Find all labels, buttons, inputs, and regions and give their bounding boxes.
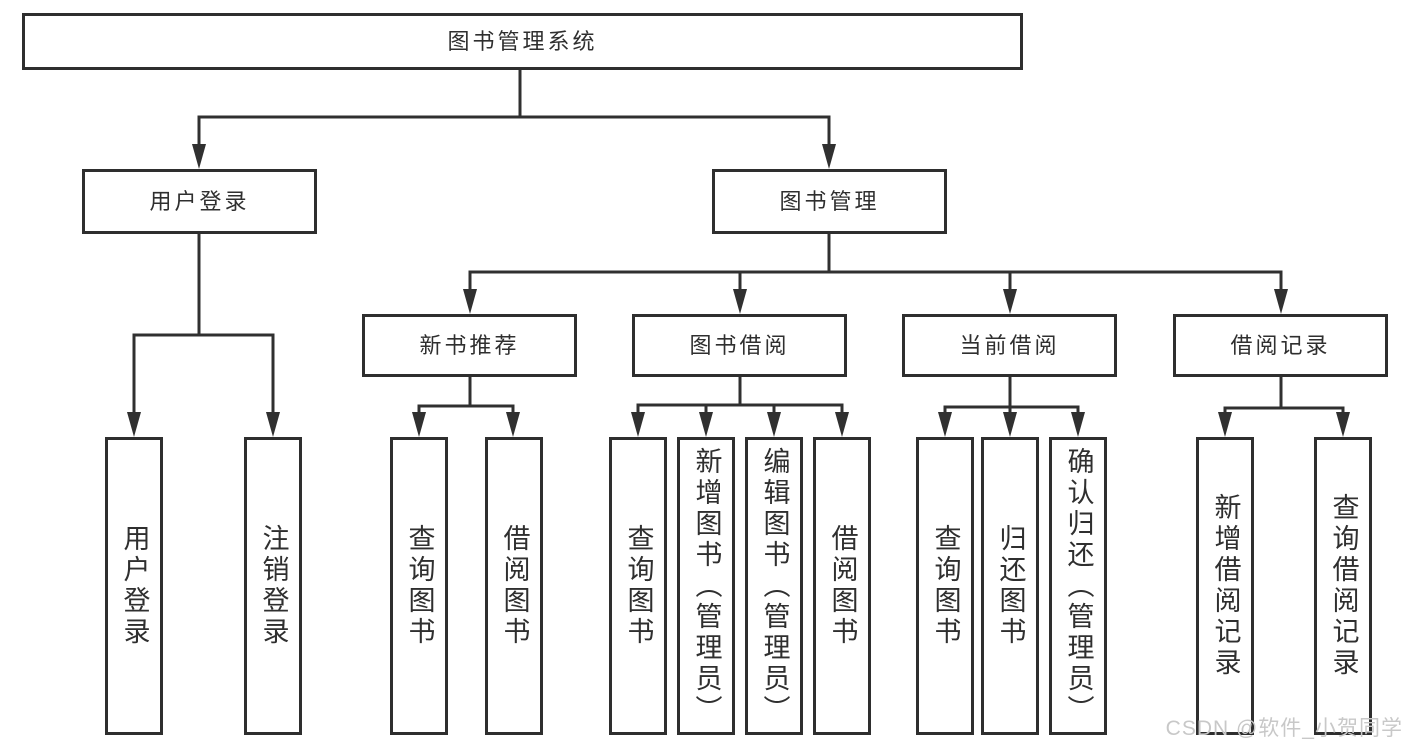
leaf-current-confirm-return-admin: 确认归还（管理员）: [1049, 437, 1107, 735]
node-library-system-root: 图书管理系统: [22, 13, 1023, 70]
edge-root-to-level2: [192, 67, 836, 169]
leaf-label: 查询图书: [623, 524, 654, 648]
edge-bookborrow-to-leaves: [631, 375, 849, 437]
leaf-bookborrow-add-books-admin: 新增图书（管理员）: [677, 437, 735, 735]
edge-mgmt-to-level3: [463, 232, 1288, 314]
node-book-borrow-group: 图书借阅: [632, 314, 847, 377]
node-label: 图书管理系统: [447, 28, 598, 54]
node-new-book-recommend-group: 新书推荐: [362, 314, 577, 377]
leaf-label: 确认归还（管理员）: [1063, 446, 1094, 726]
node-user-login-group: 用户登录: [82, 169, 317, 234]
edge-current-to-leaves: [938, 375, 1085, 437]
node-label: 借阅记录: [1230, 332, 1331, 358]
node-borrow-records-group: 借阅记录: [1173, 314, 1388, 377]
leaf-label: 注销登录: [258, 524, 289, 648]
leaf-records-query-borrow-record: 查询借阅记录: [1314, 437, 1372, 735]
node-label: 图书借阅: [689, 332, 790, 358]
edge-records-to-leaves: [1218, 375, 1350, 437]
leaf-bookborrow-edit-books-admin: 编辑图书（管理员）: [745, 437, 803, 735]
leaf-label: 查询图书: [404, 524, 435, 648]
node-label: 当前借阅: [959, 332, 1060, 358]
leaf-label: 借阅图书: [499, 524, 530, 648]
leaf-newbook-borrow-books: 借阅图书: [485, 437, 543, 735]
leaf-label: 查询图书: [930, 524, 961, 648]
leaf-current-return-books: 归还图书: [981, 437, 1039, 735]
leaf-newbook-query-books: 查询图书: [390, 437, 448, 735]
leaf-records-add-borrow-record: 新增借阅记录: [1196, 437, 1254, 735]
node-label: 用户登录: [149, 188, 250, 214]
node-label: 图书管理: [779, 188, 880, 214]
edge-newbook-to-leaves: [412, 375, 520, 437]
leaf-label: 新增图书（管理员）: [691, 446, 722, 726]
leaf-current-query-books: 查询图书: [916, 437, 974, 735]
leaf-user-login: 用户登录: [105, 437, 163, 735]
leaf-label: 查询借阅记录: [1328, 493, 1359, 679]
leaf-label: 用户登录: [119, 524, 150, 648]
leaf-label: 新增借阅记录: [1210, 493, 1241, 679]
leaf-label: 归还图书: [995, 524, 1026, 648]
leaf-label: 借阅图书: [827, 524, 858, 648]
leaf-label: 编辑图书（管理员）: [759, 446, 790, 726]
csdn-watermark: CSDN @软件_小贺同学: [1165, 717, 1403, 740]
edge-login-to-leaves: [127, 232, 280, 437]
node-current-borrow-group: 当前借阅: [902, 314, 1117, 377]
node-book-management-group: 图书管理: [712, 169, 947, 234]
node-label: 新书推荐: [419, 332, 520, 358]
leaf-bookborrow-borrow-books: 借阅图书: [813, 437, 871, 735]
leaf-bookborrow-query-books: 查询图书: [609, 437, 667, 735]
leaf-logout-login: 注销登录: [244, 437, 302, 735]
